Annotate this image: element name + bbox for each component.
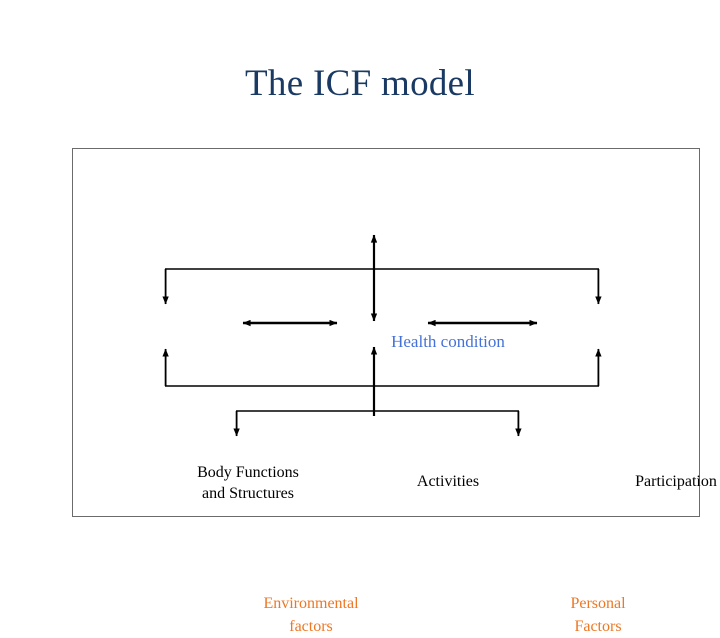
node-personal-factors-line-2: Factors xyxy=(574,618,622,635)
icf-model-diagram: Health condition Body Functions and Stru… xyxy=(72,148,717,635)
connector-health-bracket xyxy=(162,268,602,305)
node-environmental-factors: Environmental factors xyxy=(231,592,391,638)
node-activities: Activities xyxy=(416,473,480,490)
slide-canvas: The ICF model xyxy=(72,63,717,635)
diagram-connectors xyxy=(162,234,602,437)
node-personal-factors: Personal Factors xyxy=(533,592,663,638)
node-personal-factors-line-1: Personal xyxy=(570,595,626,612)
node-body-functions-line-2: and Structures xyxy=(202,485,294,502)
connector-contextual-bracket xyxy=(162,348,602,387)
node-participation: Participation xyxy=(635,473,717,490)
node-health-condition: Health condition xyxy=(391,332,505,351)
connector-factors-bracket xyxy=(233,410,522,437)
node-environmental-factors-line-1: Environmental xyxy=(263,595,359,612)
node-environmental-factors-line-2: factors xyxy=(289,618,333,635)
node-body-functions-and-structures: Body Functions and Structures xyxy=(158,462,338,504)
node-body-functions-line-1: Body Functions xyxy=(197,464,299,481)
page-title: The ICF model xyxy=(245,63,475,104)
